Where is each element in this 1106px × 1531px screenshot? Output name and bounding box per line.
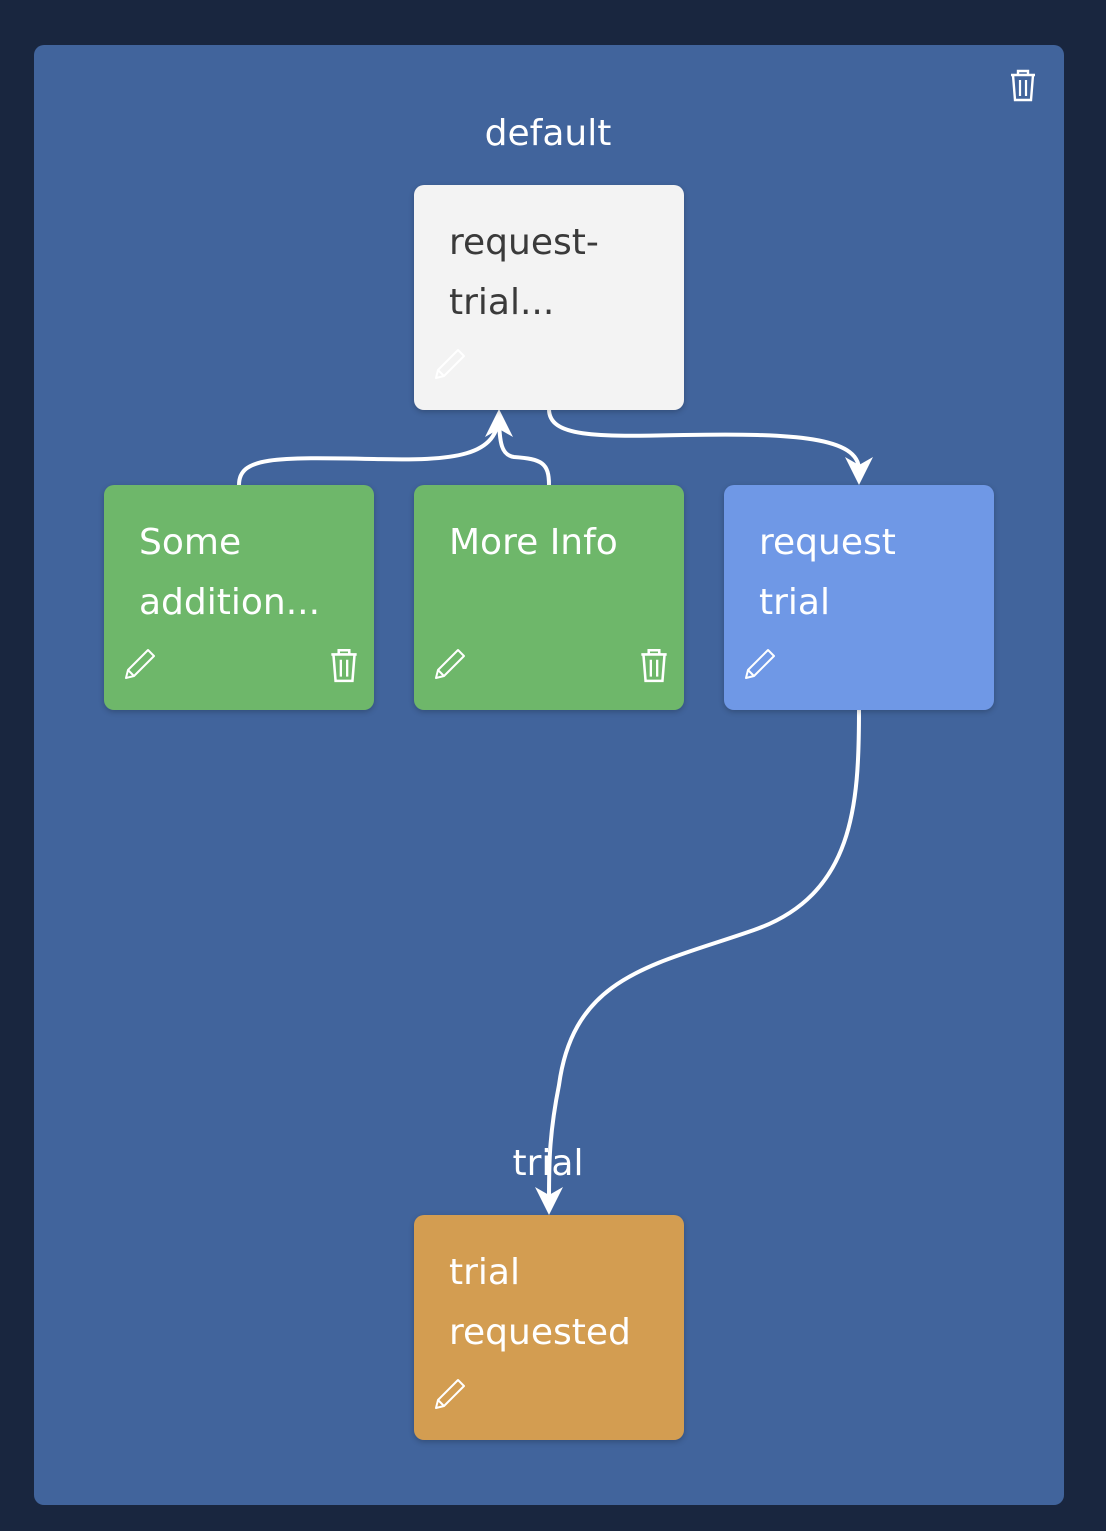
group-label-trial: trial: [512, 1143, 584, 1184]
edit-button[interactable]: [740, 646, 778, 684]
edge-root-to-request: [547, 408, 861, 471]
node-label: request trial: [759, 522, 896, 623]
node-label: trial requested: [449, 1252, 631, 1353]
trash-icon: [641, 648, 667, 683]
pencil-icon: [125, 649, 155, 679]
edge-more-to-root: [497, 412, 551, 486]
node-label: Some addition...: [139, 522, 321, 623]
node-trial-requested[interactable]: trial requested: [414, 1215, 684, 1440]
node-label: More Info: [449, 522, 618, 563]
trash-icon: [331, 648, 357, 683]
edit-button[interactable]: [430, 646, 468, 684]
edit-button[interactable]: [430, 346, 468, 384]
trash-icon: [1011, 69, 1035, 102]
edit-button[interactable]: [120, 646, 158, 684]
pencil-icon: [435, 1379, 465, 1409]
node-label: request- trial...: [449, 222, 599, 323]
arrowhead-trial: [535, 1187, 563, 1215]
pencil-icon: [435, 649, 465, 679]
group-panel: default request- trial... Some addition.…: [34, 45, 1064, 1505]
node-some-addition[interactable]: Some addition...: [104, 485, 374, 710]
delete-button[interactable]: [638, 646, 670, 684]
delete-button[interactable]: [328, 646, 360, 684]
node-request-trial[interactable]: request trial: [724, 485, 994, 710]
edge-some-to-root: [237, 412, 501, 486]
group-label-default: default: [484, 113, 612, 154]
pencil-icon: [745, 649, 775, 679]
edit-button[interactable]: [430, 1376, 468, 1414]
node-request-trial-root[interactable]: request- trial...: [414, 185, 684, 410]
arrowhead-root: [485, 409, 513, 437]
arrowhead-request: [845, 457, 873, 485]
node-more-info[interactable]: More Info: [414, 485, 684, 710]
pencil-icon: [435, 349, 465, 379]
edge-request-to-trial: [547, 709, 861, 1201]
panel-delete-button[interactable]: [1008, 67, 1038, 103]
